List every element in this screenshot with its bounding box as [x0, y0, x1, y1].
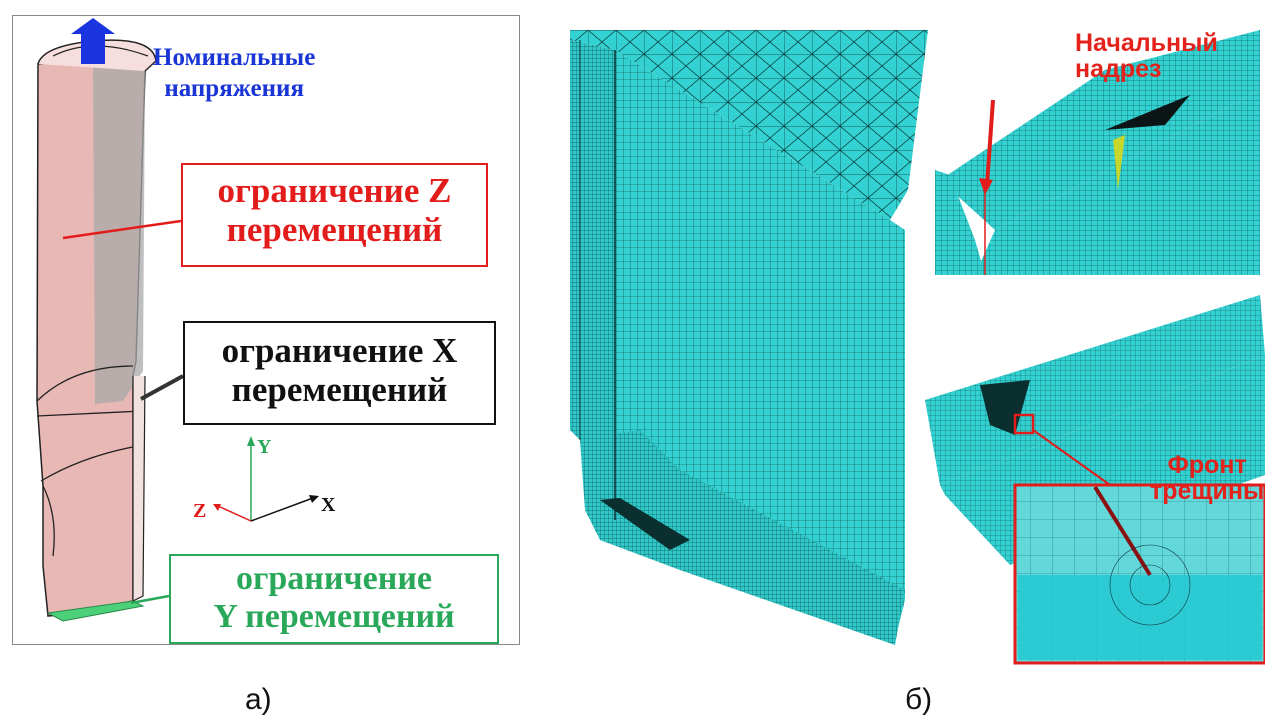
- specimen-drawing: [36, 18, 319, 622]
- z-constraint-line1: ограничение Z: [217, 171, 452, 210]
- crack-front-line1: Фронт: [1167, 451, 1247, 479]
- y-constraint-label: ограничение Y перемещений: [169, 554, 499, 644]
- crack-front-label: Фронт трещины: [1150, 452, 1264, 505]
- axis-y-label: Y: [257, 436, 272, 458]
- axis-z-label: Z: [193, 500, 207, 522]
- x-constraint-label: ограничение X перемещений: [183, 321, 496, 425]
- mesh-crack-view: [925, 295, 1265, 665]
- caption-a: а): [245, 683, 272, 716]
- nominal-stress-label: Номинальные напряжения: [153, 42, 315, 105]
- z-constraint-line2: перемещений: [226, 210, 443, 250]
- z-constraint-label: ограничение Z перемещений: [181, 163, 488, 267]
- panel-a-boundary-conditions: Номинальные напряжения ограничение Z пер…: [12, 15, 520, 645]
- y-constraint-face: [46, 600, 145, 622]
- caption-b: б): [905, 683, 933, 716]
- initial-notch-line2: надрез: [1075, 55, 1162, 84]
- mesh-main-view: [570, 30, 928, 645]
- y-constraint-line2: Y перемещений: [213, 598, 455, 636]
- y-constraint-line1: ограничение: [235, 560, 433, 597]
- x-constraint-line1: ограничение X: [221, 331, 458, 370]
- x-constraint-line2: перемещений: [231, 370, 448, 410]
- crack-front-line2: трещины: [1150, 477, 1265, 506]
- mesh-notch-view: [935, 30, 1260, 275]
- nominal-stress-line1: Номинальные: [153, 44, 316, 71]
- axis-x-label: X: [321, 494, 336, 516]
- coordinate-axes-icon: [213, 436, 319, 522]
- zoom-source-box: [1013, 413, 1035, 435]
- initial-notch-line1: Начальный: [1075, 29, 1218, 57]
- stress-arrow-icon: [71, 18, 115, 64]
- nominal-stress-line2: напряжения: [164, 75, 304, 103]
- initial-notch-label: Начальный надрез: [1075, 30, 1218, 83]
